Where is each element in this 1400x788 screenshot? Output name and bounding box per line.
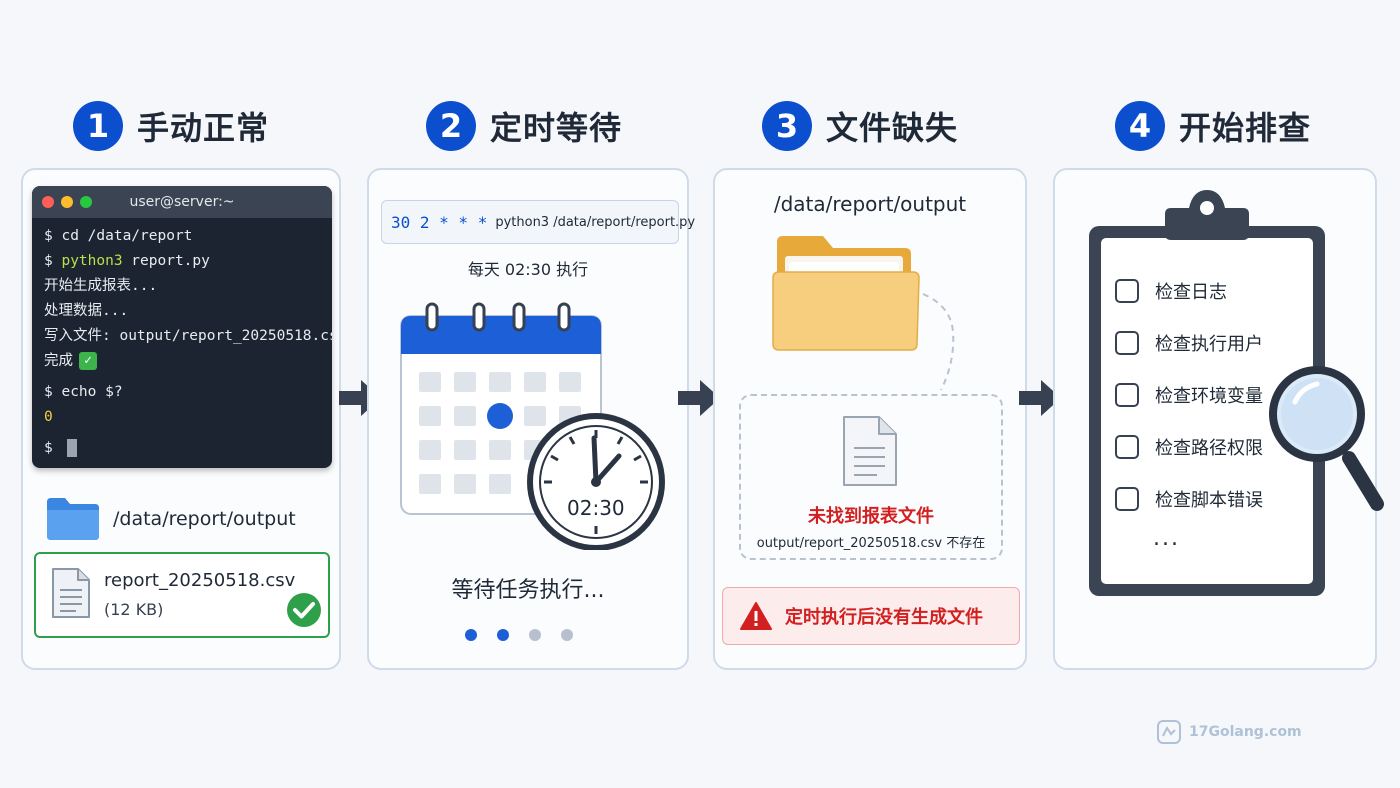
file-size: (12 KB)	[104, 600, 164, 619]
clipboard-icon	[1089, 190, 1325, 596]
script-arg: report.py	[122, 253, 210, 269]
terminal-window: user@server:~ $ cd /data/report $ python…	[32, 186, 332, 468]
terminal-line: $ cd /data/report	[44, 228, 193, 244]
file-name: report_20250518.csv	[104, 570, 296, 591]
checklist-item-env[interactable]: 检查环境变量	[1115, 382, 1263, 408]
terminal-line: $ python3 report.py	[44, 249, 320, 274]
terminal-line: 开始生成报表...	[44, 278, 158, 294]
error-alert: 定时执行后没有生成文件	[722, 587, 1020, 645]
cursor-icon	[67, 439, 78, 457]
checklist-label: 检查脚本错误	[1155, 490, 1263, 511]
panel-manual-run: user@server:~ $ cd /data/report $ python…	[21, 168, 341, 670]
checklist-label: 检查执行用户	[1155, 334, 1263, 355]
step-number-badge: 1	[73, 101, 123, 151]
panel-file-missing: /data/report/output 未找到报表文件 output/repor…	[713, 168, 1027, 670]
report-file-card: report_20250518.csv (12 KB)	[34, 552, 330, 638]
step-label: 手动正常	[137, 109, 270, 147]
checklist-item-logs[interactable]: 检查日志	[1115, 278, 1227, 304]
watermark: 17Golang.com	[1157, 720, 1302, 744]
clock-time: 02:30	[567, 496, 625, 520]
dot-active-icon	[497, 629, 509, 641]
waiting-text: 等待任务执行...	[451, 578, 605, 603]
checklist-item-script[interactable]: 检查脚本错误	[1115, 486, 1263, 512]
step-label: 开始排查	[1179, 109, 1312, 147]
progress-dots	[465, 629, 573, 641]
prompt: $	[44, 440, 62, 456]
checklist-label: 检查日志	[1155, 282, 1227, 303]
terminal-line: 写入文件: output/report_20250518.csv	[44, 328, 332, 344]
window-controls	[42, 196, 92, 208]
check-icon: ✓	[79, 352, 97, 370]
warning-icon	[740, 602, 772, 630]
output-folder: /data/report/output	[45, 496, 296, 542]
checkbox[interactable]	[1115, 279, 1139, 303]
terminal-title-bar: user@server:~	[32, 186, 332, 218]
step-1-title: 1 手动正常	[73, 100, 269, 152]
file-icon	[843, 416, 897, 486]
output-path: /data/report/output	[773, 192, 967, 216]
cron-command: python3 /data/report/report.py	[495, 214, 696, 230]
dot-inactive-icon	[529, 629, 541, 641]
arrow-right-icon	[678, 380, 720, 416]
panel-troubleshoot: 检查日志 检查执行用户 检查环境变量 检查路径权限 检查脚本错误 ...	[1053, 168, 1384, 670]
watermark-text: 17Golang.com	[1189, 724, 1302, 740]
cron-expression: 30 2 * * *	[391, 212, 488, 232]
dot-active-icon	[465, 629, 477, 641]
terminal-line: 完成 ✓	[44, 349, 320, 374]
step-2-title: 2 定时等待	[426, 100, 622, 152]
missing-file-title: 未找到报表文件	[808, 506, 934, 527]
arrow-right-icon	[1019, 380, 1061, 416]
checklist-label: 检查路径权限	[1155, 438, 1263, 459]
minimize-dot-icon	[61, 196, 73, 208]
done-text: 完成	[44, 353, 73, 369]
checklist-label: 检查环境变量	[1155, 386, 1263, 407]
open-folder-icon	[772, 236, 955, 391]
step-label: 文件缺失	[826, 109, 959, 147]
terminal-output: $ cd /data/report $ python3 report.py 开始…	[32, 218, 332, 467]
terminal-line: $ echo $?	[44, 384, 123, 400]
folder-path: /data/report/output	[113, 508, 296, 530]
success-check-icon	[287, 593, 321, 627]
folder-icon	[47, 498, 99, 540]
terminal-line: 处理数据...	[44, 303, 129, 319]
missing-file-detail: output/report_20250518.csv 不存在	[756, 536, 986, 551]
alert-text: 定时执行后没有生成文件	[785, 607, 983, 628]
step-label: 定时等待	[490, 109, 623, 147]
python-command: python3	[61, 253, 123, 269]
checklist-item-path[interactable]: 检查路径权限	[1115, 434, 1263, 460]
prompt: $	[44, 253, 62, 269]
missing-file-placeholder: 未找到报表文件 output/report_20250518.csv 不存在	[739, 394, 1003, 560]
step-3-title: 3 文件缺失	[762, 100, 958, 152]
schedule-description: 每天 02:30 执行	[467, 260, 589, 279]
close-dot-icon	[42, 196, 54, 208]
cron-entry: 30 2 * * * python3 /data/report/report.p…	[381, 200, 695, 244]
step-4-title: 4 开始排查	[1115, 100, 1311, 152]
checkbox[interactable]	[1115, 331, 1139, 355]
terminal-line: $	[44, 436, 320, 461]
magnifier-icon	[1269, 366, 1384, 511]
maximize-dot-icon	[80, 196, 92, 208]
step-number-badge: 3	[762, 101, 812, 151]
checklist-item-user[interactable]: 检查执行用户	[1115, 330, 1263, 356]
more-items: ...	[1153, 526, 1180, 551]
panel-scheduled-wait: 30 2 * * * python3 /data/report/report.p…	[367, 168, 695, 670]
step-number-badge: 4	[1115, 101, 1165, 151]
checkbox[interactable]	[1115, 383, 1139, 407]
terminal-title: user@server:~	[129, 194, 235, 210]
file-icon	[52, 568, 90, 618]
step-number-badge: 2	[426, 101, 476, 151]
dot-inactive-icon	[561, 629, 573, 641]
checkbox[interactable]	[1115, 487, 1139, 511]
logo-icon	[1157, 720, 1181, 744]
exit-code: 0	[44, 409, 53, 425]
calendar-clock-icon	[400, 302, 665, 550]
checkbox[interactable]	[1115, 435, 1139, 459]
